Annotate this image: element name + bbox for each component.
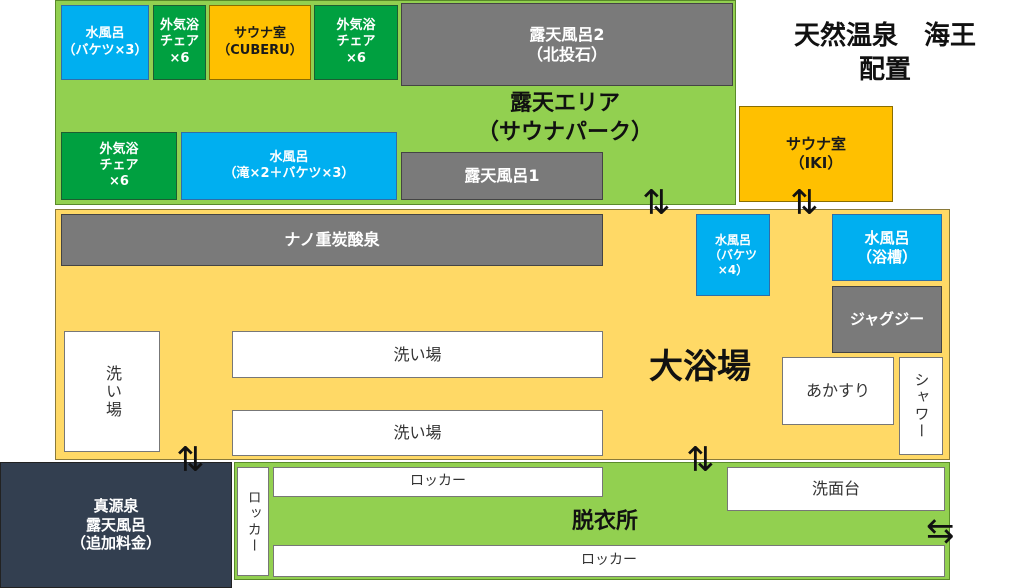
- outdoor-chairs-c: 外気浴 チェア ×6: [61, 132, 177, 200]
- updown-arrow-icon: ⇅: [686, 440, 715, 480]
- sauna-cuberu: サウナ室 （CUBERU）: [209, 5, 311, 80]
- wash-area-left: 洗い場: [64, 331, 160, 452]
- outdoor-chairs-a: 外気浴 チェア ×6: [153, 5, 206, 80]
- wash-area-1: 洗い場: [232, 331, 603, 378]
- locker-top: ロッカー: [273, 467, 603, 497]
- leftright-arrow-icon: ⇆: [926, 511, 955, 551]
- shower: シャワー: [899, 357, 943, 455]
- akasuri: あかすり: [782, 357, 894, 425]
- outdoor-bath-1: 露天風呂1: [401, 152, 603, 200]
- updown-arrow-icon: ⇅: [642, 183, 671, 223]
- cold-bath-buckets4: 水風呂 （バケツ ×4）: [696, 214, 770, 296]
- shingen-outdoor-bath: 真源泉 露天風呂 （追加料金）: [0, 462, 232, 588]
- updown-arrow-icon: ⇅: [176, 440, 205, 480]
- locker-side: ロッカー: [237, 467, 269, 576]
- cold-bath-tub: 水風呂 （浴槽）: [832, 214, 942, 281]
- page-title: 天然温泉 海王 配置: [793, 21, 976, 85]
- cold-bath-falls: 水風呂 （滝×2＋バケツ×3）: [181, 132, 397, 200]
- outdoor-chairs-b: 外気浴 チェア ×6: [314, 5, 398, 80]
- nano-carbonate-bath: ナノ重炭酸泉: [61, 214, 603, 266]
- jacuzzi: ジャグジー: [832, 286, 942, 353]
- outdoor-bath-2: 露天風呂2 （北投石）: [401, 3, 733, 86]
- changing-room-label: 脱衣所: [571, 509, 638, 534]
- sink: 洗面台: [727, 467, 945, 511]
- outdoor-area-label: 露天エリア （サウナパーク）: [476, 91, 653, 145]
- sauna-iki: サウナ室 （IKI）: [739, 106, 893, 202]
- updown-arrow-icon: ⇅: [790, 183, 819, 223]
- cold-bath-buckets3: 水風呂 （バケツ×3）: [61, 5, 149, 80]
- main-bath-label: 大浴場: [649, 347, 751, 387]
- locker-bottom: ロッカー: [273, 545, 945, 577]
- wash-area-2: 洗い場: [232, 410, 603, 456]
